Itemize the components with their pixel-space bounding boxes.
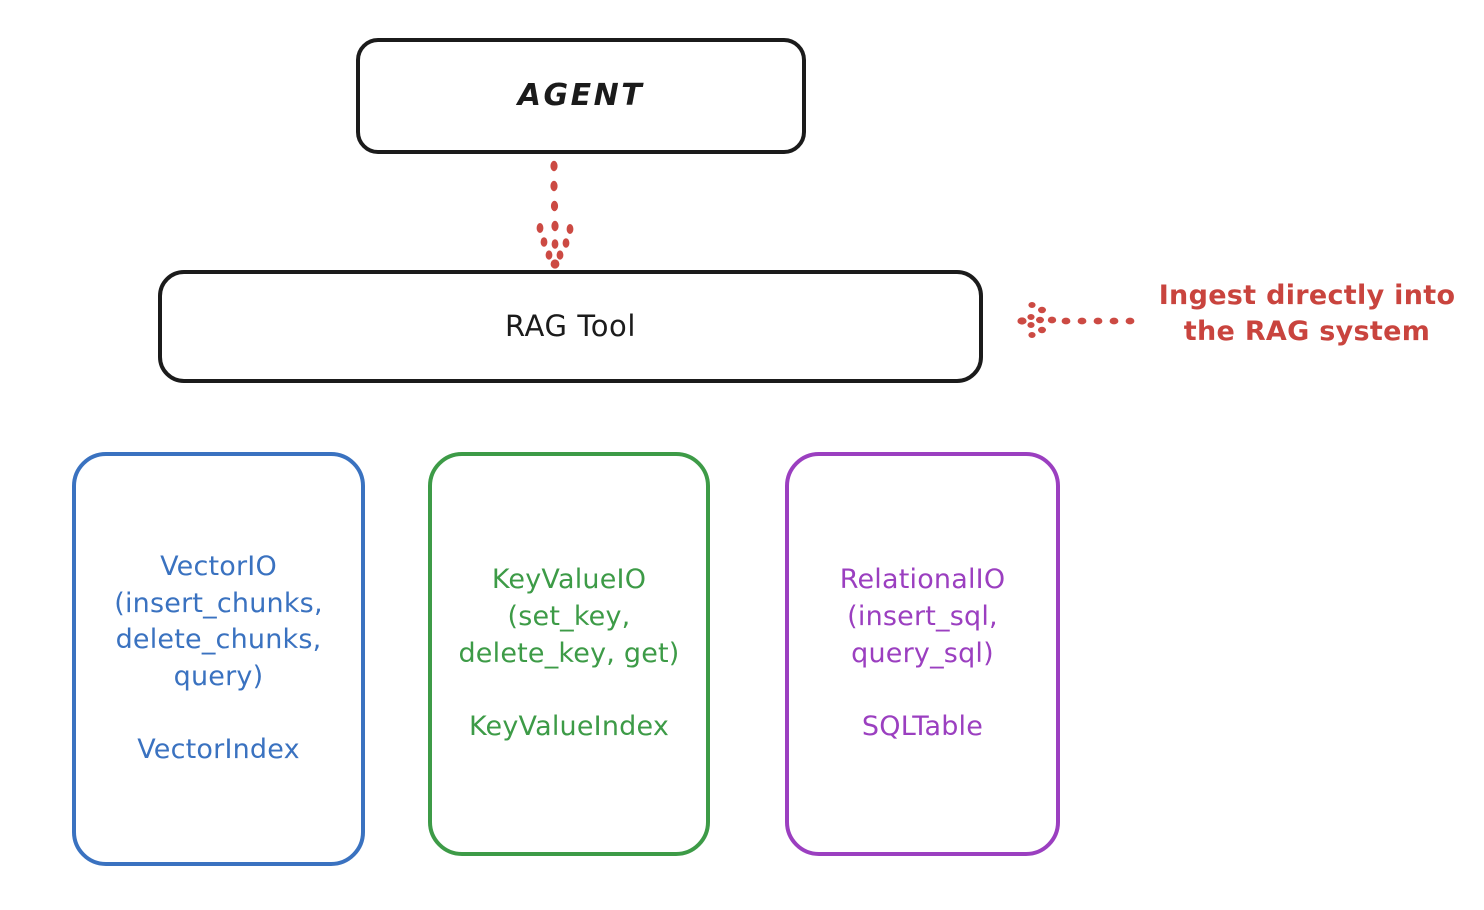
arrow-agent-to-rag-tool xyxy=(536,160,574,269)
node-agent-label: AGENT xyxy=(517,78,645,114)
node-rag-tool[interactable]: RAG Tool xyxy=(158,270,983,383)
node-relational-io-label: RelationalIO (insert_sql, query_sql) SQL… xyxy=(839,564,1006,743)
annotation-ingest: Ingest directly into the RAG system xyxy=(1158,280,1456,347)
node-rag-tool-label: RAG Tool xyxy=(504,309,637,344)
node-vector-io[interactable]: VectorIO (insert_chunks, delete_chunks, … xyxy=(72,452,365,866)
node-key-value-io-label: KeyValueIO (set_key, delete_key, get) Ke… xyxy=(458,564,680,743)
arrow-ingest-to-rag-tool xyxy=(1017,302,1135,338)
node-vector-io-label: VectorIO (insert_chunks, delete_chunks, … xyxy=(114,550,323,766)
node-relational-io[interactable]: RelationalIO (insert_sql, query_sql) SQL… xyxy=(785,452,1060,856)
node-key-value-io[interactable]: KeyValueIO (set_key, delete_key, get) Ke… xyxy=(428,452,710,856)
node-agent[interactable]: AGENT xyxy=(356,38,806,154)
